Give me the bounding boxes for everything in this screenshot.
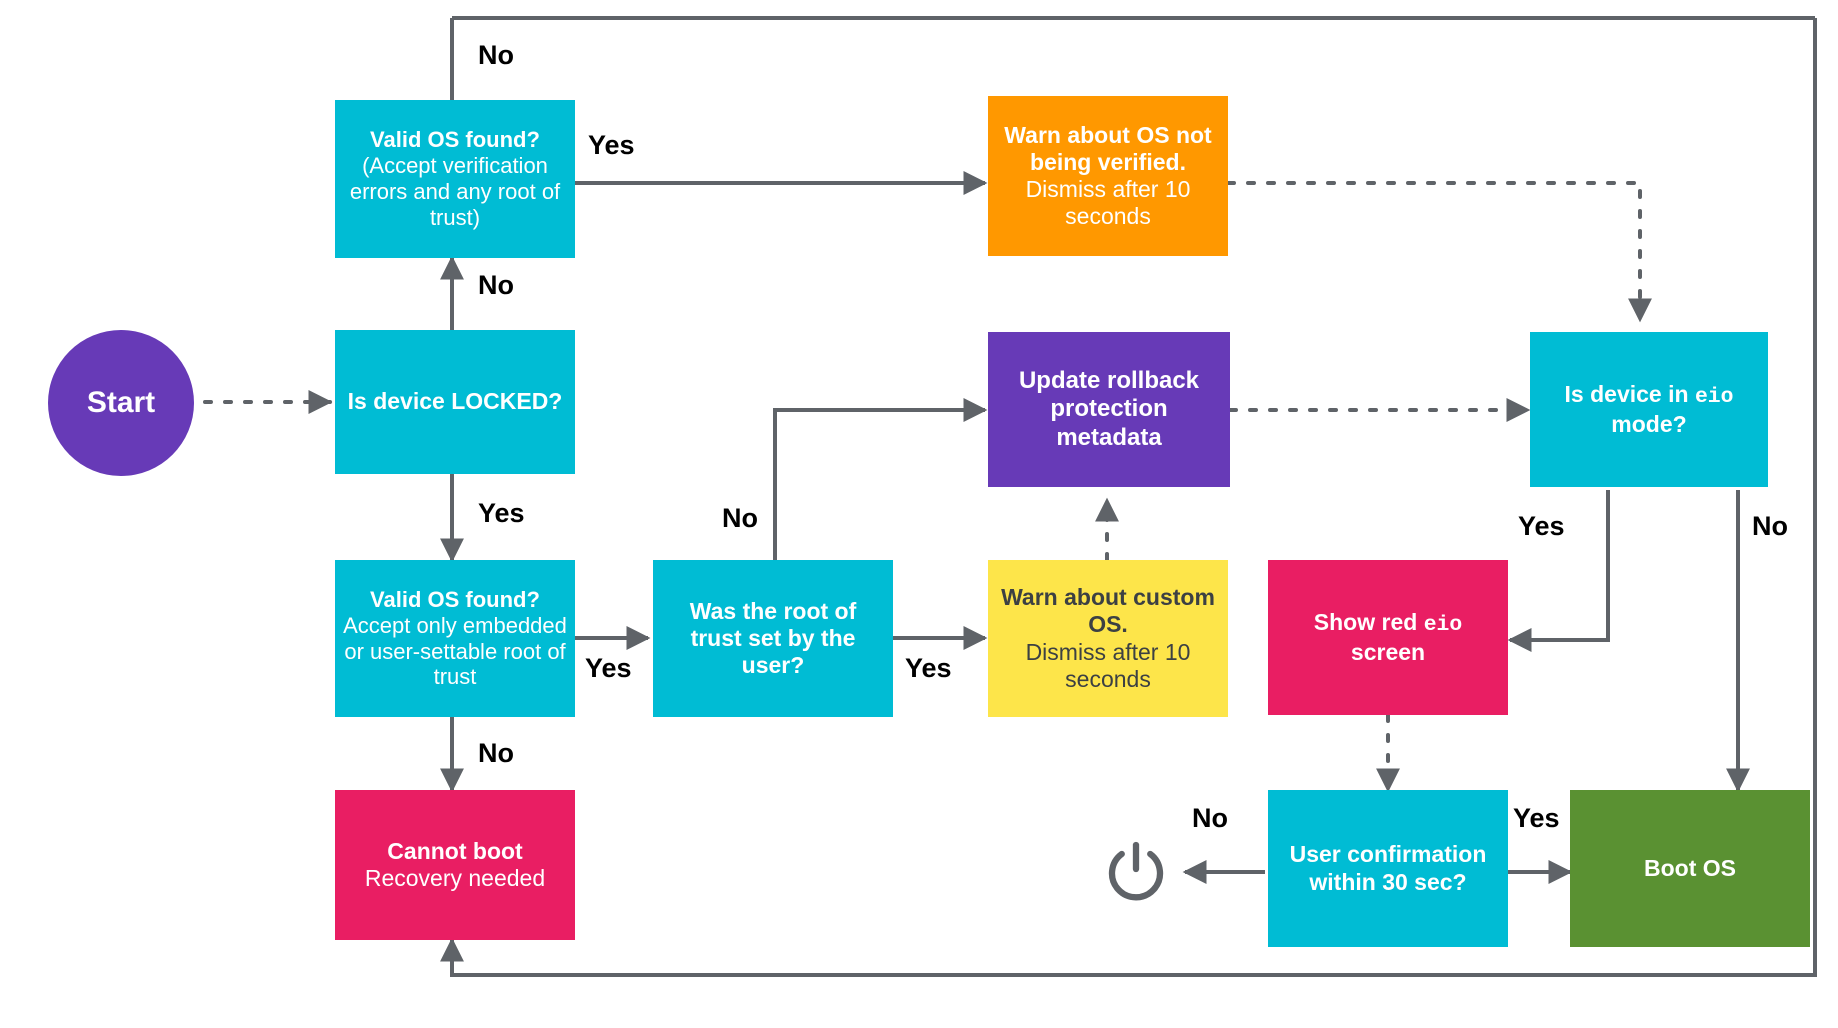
node-valid-os-unlocked-title: Valid OS found? bbox=[370, 127, 540, 153]
node-warn-custom-os-detail: Dismiss after 10 seconds bbox=[1025, 638, 1191, 692]
node-valid-os-locked[interactable]: Valid OS found? Accept only embedded or … bbox=[335, 560, 575, 717]
node-root-of-trust-user-title: Was the root of trust set by the user? bbox=[689, 597, 857, 679]
node-valid-os-locked-detail: Accept only embedded or user-settable ro… bbox=[343, 612, 567, 690]
edge-rot-no bbox=[773, 398, 988, 560]
node-cannot-boot[interactable]: Cannot boot Recovery needed bbox=[335, 790, 575, 940]
node-valid-os-unlocked-detail: (Accept verification errors and any root… bbox=[349, 153, 561, 230]
node-warn-custom-os-title: Warn about custom OS. bbox=[1001, 584, 1215, 638]
node-is-device-eio-title-post: mode? bbox=[1611, 410, 1687, 437]
edge-warn-unverified-to-eio bbox=[1226, 181, 1652, 323]
node-show-red-eio-title-post: screen bbox=[1350, 638, 1426, 665]
node-warn-unverified-title: Warn about OS not being verified. bbox=[1004, 121, 1212, 175]
node-root-of-trust-user[interactable]: Was the root of trust set by the user? bbox=[653, 560, 893, 717]
node-is-device-eio-title-mono: eio bbox=[1694, 385, 1734, 410]
node-warn-custom-os[interactable]: Warn about custom OS. Dismiss after 10 s… bbox=[988, 560, 1228, 717]
edge-label-confirm-no: No bbox=[1192, 803, 1228, 833]
edge-label-unlocked-valid-yes: Yes bbox=[588, 130, 635, 160]
node-boot-os-title: Boot OS bbox=[1644, 854, 1736, 881]
edge-label-eio-no: No bbox=[1752, 511, 1788, 541]
node-show-red-eio-title: Show red eio screen bbox=[1276, 609, 1500, 665]
edge-label-eio-yes: Yes bbox=[1518, 511, 1565, 541]
node-valid-os-locked-title: Valid OS found? bbox=[370, 586, 540, 612]
node-is-device-locked[interactable]: Is device LOCKED? bbox=[335, 330, 575, 474]
node-is-device-eio-title: Is device in eio mode? bbox=[1538, 381, 1760, 437]
edge-label-unlocked-valid-no-loop: No bbox=[478, 40, 514, 70]
node-is-device-eio[interactable]: Is device in eio mode? bbox=[1530, 332, 1768, 487]
node-warn-unverified-detail: Dismiss after 10 seconds bbox=[1025, 176, 1191, 230]
node-show-red-eio-title-mono: eio bbox=[1423, 613, 1463, 638]
node-update-rollback[interactable]: Update rollback protection metadata bbox=[988, 332, 1230, 487]
node-is-device-eio-title-pre: Is device in bbox=[1564, 381, 1695, 408]
node-update-rollback-title: Update rollback protection metadata bbox=[1018, 367, 1200, 451]
node-is-device-locked-title: Is device LOCKED? bbox=[347, 388, 563, 415]
node-user-confirmation[interactable]: User confirmation within 30 sec? bbox=[1268, 790, 1508, 947]
power-off-icon bbox=[1100, 836, 1172, 908]
edge-label-locked-no-top: No bbox=[478, 270, 514, 300]
edge-label-locked-valid-yes: Yes bbox=[585, 653, 632, 683]
node-show-red-eio-title-pre: Show red bbox=[1313, 609, 1424, 636]
edge-label-rot-yes: Yes bbox=[905, 653, 952, 683]
node-user-confirmation-title: User confirmation within 30 sec? bbox=[1289, 841, 1487, 895]
node-valid-os-unlocked[interactable]: Valid OS found? (Accept verification err… bbox=[335, 100, 575, 258]
edge-label-locked-valid-no: No bbox=[478, 738, 514, 768]
node-cannot-boot-detail: Recovery needed bbox=[364, 865, 546, 891]
node-cannot-boot-title: Cannot boot bbox=[387, 837, 523, 864]
edge-label-locked-yes: Yes bbox=[478, 498, 525, 528]
edge-label-confirm-yes: Yes bbox=[1513, 803, 1560, 833]
node-show-red-eio[interactable]: Show red eio screen bbox=[1268, 560, 1508, 715]
node-boot-os[interactable]: Boot OS bbox=[1570, 790, 1810, 947]
node-start[interactable]: Start bbox=[48, 330, 194, 476]
edge-label-rot-no: No bbox=[722, 503, 758, 533]
node-warn-unverified[interactable]: Warn about OS not being verified. Dismis… bbox=[988, 96, 1228, 256]
node-start-label: Start bbox=[86, 386, 156, 419]
